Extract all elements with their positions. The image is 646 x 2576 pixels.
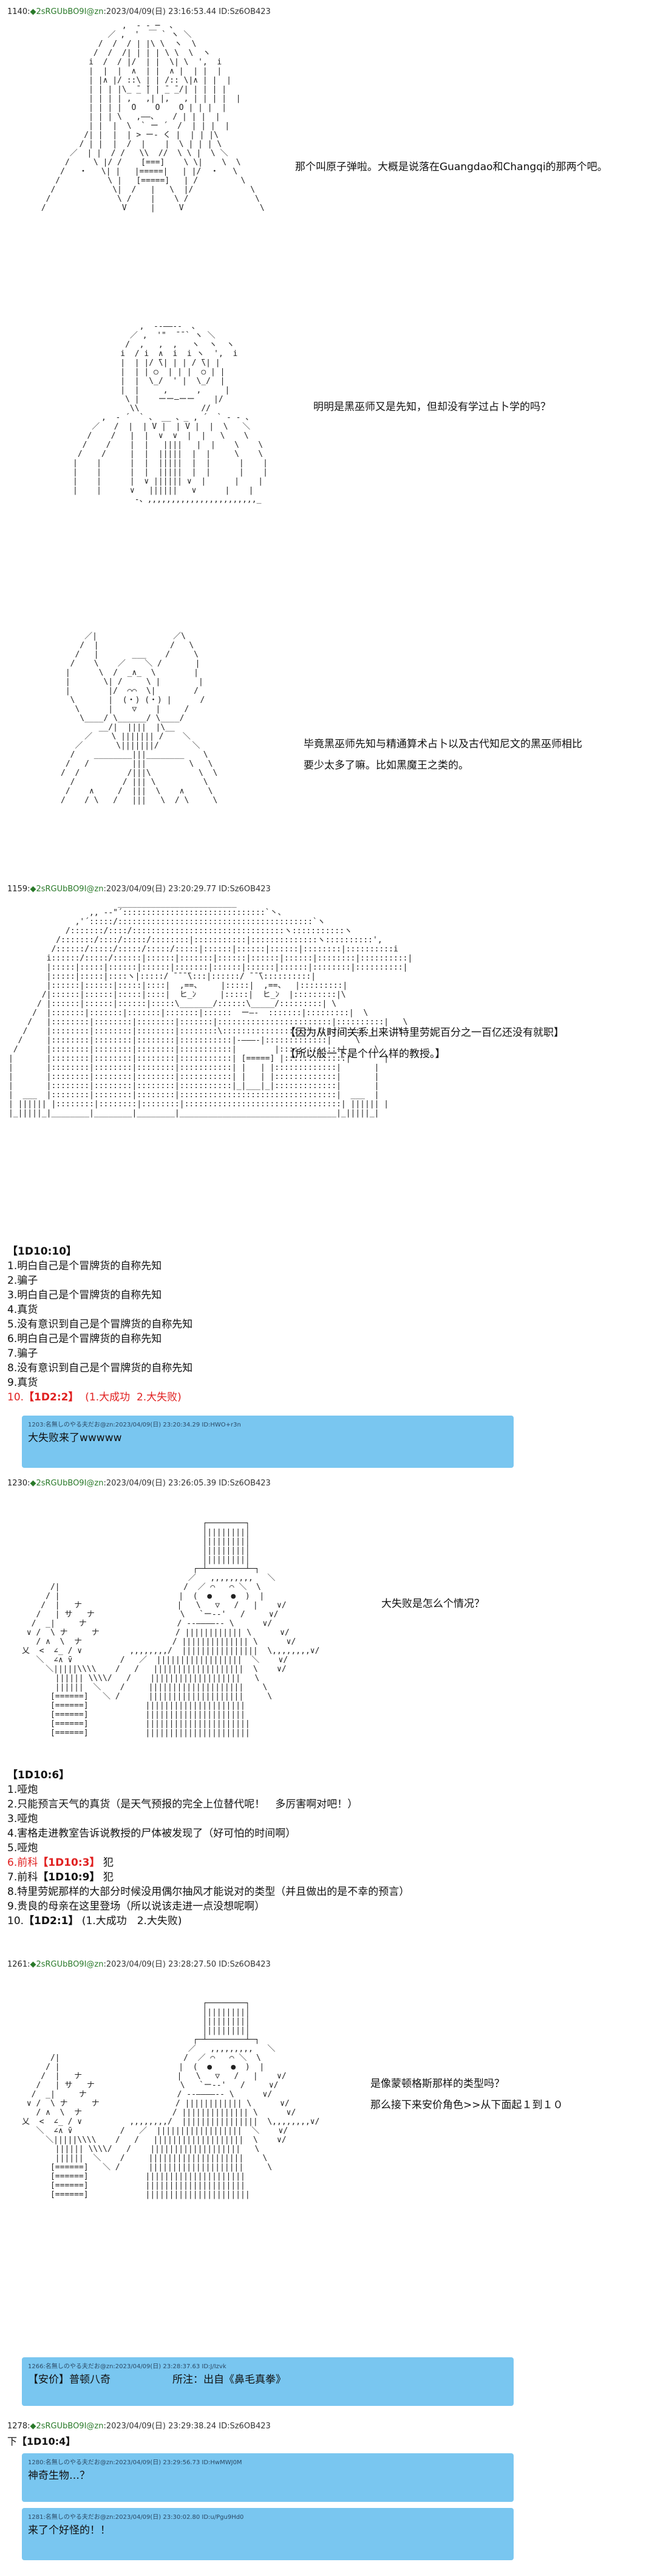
reply-box: 1266:名無しのやる夫だお@zn:2023/04/09(日) 23:28:37… xyxy=(22,2357,514,2406)
post-number: 1140: xyxy=(7,7,30,16)
option-item: 3.哑炮 xyxy=(7,1813,38,1825)
speech-text: 大失败是怎么个情况？ xyxy=(381,1598,484,1610)
reply-box: 1280:名無しのやる夫だお@zn:2023/04/09(日) 23:29:56… xyxy=(22,2453,514,2502)
speech-text: 那个叫原子弹啦。大概是说落在Guangdao和Changqi的那两个吧。 xyxy=(295,161,608,173)
option-item: 7.骗子 xyxy=(7,1348,38,1360)
roll-header: 【1D10:6】 xyxy=(7,1769,70,1781)
option-list: 1.哑炮 2.只能预言天气的真货（是天气预报的完全上位替代呢！ 多厉害啊对吧！）… xyxy=(7,1783,409,1928)
option-number: 10. xyxy=(7,1915,24,1927)
speech-text: 【所以般一下是个什么样的教授。】 xyxy=(285,1048,446,1060)
dice-roll-line: 下【1D10:4】 xyxy=(7,2433,75,2448)
post-number: 1230: xyxy=(7,1479,30,1488)
speech-text: 明明是黑巫师又是先知，但却没有学过占卜学的吗？ xyxy=(313,401,551,413)
post-number: 1159: xyxy=(7,885,30,894)
poster-name[interactable]: ◆2sRGUbBO9I@zn xyxy=(30,885,104,894)
ascii-art-figure: ／| ／\ / | / \ / | ___ / \ / \ ／ ＼ / | | … xyxy=(61,632,218,805)
post-meta: :2023/04/09(日) 23:29:38.24 ID:Sz6OB423 xyxy=(103,2422,271,2431)
reply-text: 大失败来了wwwww xyxy=(28,1432,122,1444)
option-item: 1.明白自己是个冒牌货的自称先知 xyxy=(7,1260,162,1272)
dice-roll: 【1D2:2】 xyxy=(24,1391,79,1403)
post-header: 1230:◆2sRGUbBO9I@zn:2023/04/09(日) 23:26:… xyxy=(7,1476,271,1488)
ascii-art-figure: ┌────────┐ │||||||||│ │||||||||│ │||||||… xyxy=(22,1999,320,2199)
post-meta: :2023/04/09(日) 23:16:53.44 ID:Sz6OB423 xyxy=(103,7,271,16)
option-number: 10. xyxy=(7,1391,24,1403)
option-sub: (1.大成功 xyxy=(85,1391,131,1403)
option-item: 7.前科【1D10:9】 犯 xyxy=(7,1870,409,1885)
option-item: 3.明白自己是个冒牌货的自称先知 xyxy=(7,1289,162,1301)
option-item: 4.害格走进教室告诉说教授的尸体被发现了（好可怕的时间啊） xyxy=(7,1828,296,1840)
ascii-art-figure: , -‐――‐- 、 ／ , '" ̄ ̄ ` ヽ ＼ / , , , ヽ ヽ … xyxy=(73,322,268,504)
option-item-last: 10.【1D2:1】 (1.大成功 2.大失败) xyxy=(7,1914,409,1928)
poster-name[interactable]: ◆2sRGUbBO9I@zn xyxy=(30,1960,104,1969)
ascii-art-figure: ┌────────┐ │||||||||│ │||||||||│ │||||||… xyxy=(22,1519,320,1738)
reply-meta: 1281:名無しのやる夫だお@zn:2023/04/09(日) 23:30:02… xyxy=(28,2514,244,2521)
reply-text: 【安价】普顿八奇 所注：出自《鼻毛真拳》 xyxy=(28,2374,286,2386)
post-header: 1261:◆2sRGUbBO9I@zn:2023/04/09(日) 23:28:… xyxy=(7,1958,271,1969)
post-meta: :2023/04/09(日) 23:20:29.77 ID:Sz6OB423 xyxy=(103,885,271,894)
reply-box: 1281:名無しのやる夫だお@zn:2023/04/09(日) 23:30:02… xyxy=(22,2508,514,2560)
dice-roll: 【1D10:3】 xyxy=(38,1857,100,1869)
dice-roll: 【1D2:1】 xyxy=(24,1915,79,1927)
ascii-art-figure: , - ‐ ─ 、 ／ , ' ￣ ` ヽ ＼ / / / | |\ \ ヽ \… xyxy=(41,21,265,213)
option-text: 7.前科 xyxy=(7,1871,38,1883)
reply-text: 神奇生物…？ xyxy=(28,2470,90,2482)
speech-text: 【因为从时间关系上来讲特里劳妮百分之一百亿还没有就职】 xyxy=(285,1027,564,1039)
option-item: 4.真货 xyxy=(7,1304,38,1316)
option-item: 8.特里劳妮那样的大部分时候没用偶尔抽风才能说对的类型（并且做出的是不幸的预言） xyxy=(7,1886,410,1898)
option-tail: 犯 xyxy=(103,1871,114,1883)
option-list: 1.明白自己是个冒牌货的自称先知 2.骗子 3.明白自己是个冒牌货的自称先知 4… xyxy=(7,1259,192,1405)
roll-prefix: 下 xyxy=(7,2436,18,2447)
option-tail: 犯 xyxy=(103,1857,114,1869)
post-meta: :2023/04/09(日) 23:26:05.39 ID:Sz6OB423 xyxy=(103,1479,271,1488)
option-item: 2.只能预言天气的真货（是天气预报的完全上位替代呢！ 多厉害啊对吧！） xyxy=(7,1798,358,1810)
roll-header: 【1D10:10】 xyxy=(7,1245,77,1258)
reply-meta: 1203:名無しのやる夫だお@zn:2023/04/09(日) 23:20:34… xyxy=(28,1422,241,1428)
roll-list: 【1D10:10】 xyxy=(7,1244,76,1259)
option-item: 8.没有意识到自己是个冒牌货的自称先知 xyxy=(7,1362,193,1374)
speech-text: 是像蒙顿格斯那样的类型吗？ xyxy=(370,2078,505,2090)
poster-name[interactable]: ◆2sRGUbBO9I@zn xyxy=(30,7,104,16)
post-number: 1261: xyxy=(7,1960,30,1969)
option-item: 9.真货 xyxy=(7,1377,38,1389)
option-item: 6.明白自己是个冒牌货的自称先知 xyxy=(7,1333,162,1345)
speech-text: 毕竟黑巫师先知与精通算术占卜以及古代知尼文的黑巫师相比 xyxy=(304,738,582,750)
reply-box: 1203:名無しのやる夫だお@zn:2023/04/09(日) 23:20:34… xyxy=(22,1416,514,1468)
option-sub: (1.大成功 2.大失败) xyxy=(81,1915,182,1927)
reply-text: 来了个好怪的！！ xyxy=(28,2524,110,2537)
poster-name[interactable]: ◆2sRGUbBO9I@zn xyxy=(30,2422,104,2431)
dice-roll: 【1D10:4】 xyxy=(17,2436,76,2447)
option-sub: 2.大失败) xyxy=(136,1391,182,1403)
option-item: 6.前科【1D10:3】 犯 xyxy=(7,1855,409,1870)
option-item: 1.哑炮 xyxy=(7,1784,38,1796)
post-number: 1278: xyxy=(7,2422,30,2431)
post-header: 1140:◆2sRGUbBO9I@zn:2023/04/09(日) 23:16:… xyxy=(7,5,271,16)
speech-text: 那么接下来安价角色>>从下面起１到１０ xyxy=(370,2099,563,2111)
option-item-last: 10.【1D2:2】 (1.大成功 2.大失败) xyxy=(7,1390,192,1405)
option-text: 6.前科 xyxy=(7,1857,38,1869)
ascii-art-figure: _________________________ ,, -‐"´:::::::… xyxy=(8,899,413,1118)
dice-roll: 【1D10:9】 xyxy=(38,1871,100,1883)
option-item: 9.贵良的母亲在这里登场（所以说该走进一点没想呢啊） xyxy=(7,1900,265,1913)
option-item: 5.哑炮 xyxy=(7,1842,38,1854)
speech-text: 要少太多了嘛。比如黑魔王之类的。 xyxy=(304,759,469,772)
reply-meta: 1266:名無しのやる夫だお@zn:2023/04/09(日) 23:28:37… xyxy=(28,2363,226,2370)
option-item: 2.骗子 xyxy=(7,1275,38,1287)
post-meta: :2023/04/09(日) 23:28:27.50 ID:Sz6OB423 xyxy=(103,1960,271,1969)
option-item: 5.没有意识到自己是个冒牌货的自称先知 xyxy=(7,1318,193,1331)
poster-name[interactable]: ◆2sRGUbBO9I@zn xyxy=(30,1479,104,1488)
roll-list: 【1D10:6】 xyxy=(7,1768,69,1783)
reply-meta: 1280:名無しのやる夫だお@zn:2023/04/09(日) 23:29:56… xyxy=(28,2459,242,2466)
post-header: 1159:◆2sRGUbBO9I@zn:2023/04/09(日) 23:20:… xyxy=(7,882,271,894)
post-header: 1278:◆2sRGUbBO9I@zn:2023/04/09(日) 23:29:… xyxy=(7,2419,271,2431)
